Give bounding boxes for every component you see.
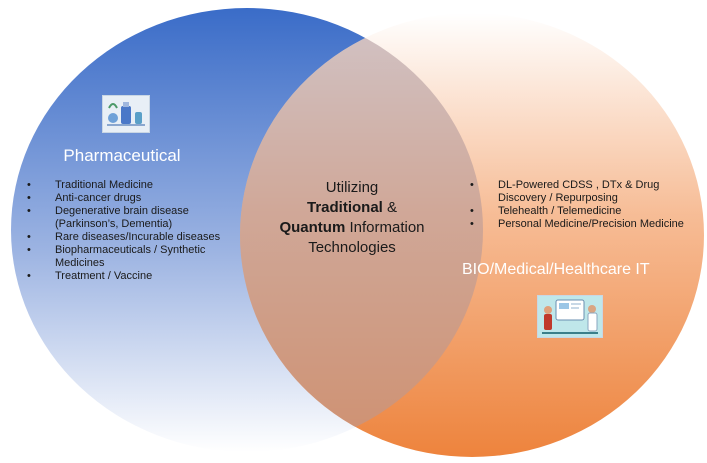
left-circle-title: Pharmaceutical — [63, 146, 181, 165]
center-overlap-text: Utilizing Traditional & Quantum Informat… — [262, 178, 442, 258]
list-item: Anti-cancer drugs — [23, 192, 249, 205]
right-bullet-list: DL-Powered CDSS , DTx & Drug Discovery /… — [466, 179, 686, 231]
center-line-4: Technologies — [308, 239, 396, 256]
right-circle-title: BIO/Medical/Healthcare IT — [462, 261, 650, 278]
overlap-region — [240, 13, 483, 452]
center-line-2: Traditional & — [262, 198, 442, 218]
list-item: DL-Powered CDSS , DTx & Drug Discovery /… — [466, 179, 686, 205]
left-bullet-list: Traditional Medicine Anti-cancer drugs D… — [23, 179, 249, 283]
pharmacy-illustration-icon — [102, 95, 150, 133]
list-item: Degenerative brain disease (Parkinson’s,… — [23, 205, 249, 231]
telehealth-illustration-icon — [537, 295, 603, 338]
center-line-3: Quantum Information — [262, 218, 442, 238]
center-line-1: Utilizing — [325, 179, 379, 196]
list-item: Treatment / Vaccine — [23, 270, 249, 283]
traditional-word: Traditional — [306, 199, 383, 216]
list-item: Telehealth / Telemedicine — [466, 205, 686, 218]
list-item: Personal Medicine/Precision Medicine — [466, 218, 686, 231]
amp-text: & — [382, 199, 398, 216]
quantum-word: Quantum — [279, 219, 346, 236]
list-item: Rare diseases/Incurable diseases — [23, 231, 249, 244]
information-word: Information — [345, 219, 425, 236]
list-item: Traditional Medicine — [23, 179, 249, 192]
list-item: Biopharmaceuticals / Synthetic Medicines — [23, 244, 249, 270]
